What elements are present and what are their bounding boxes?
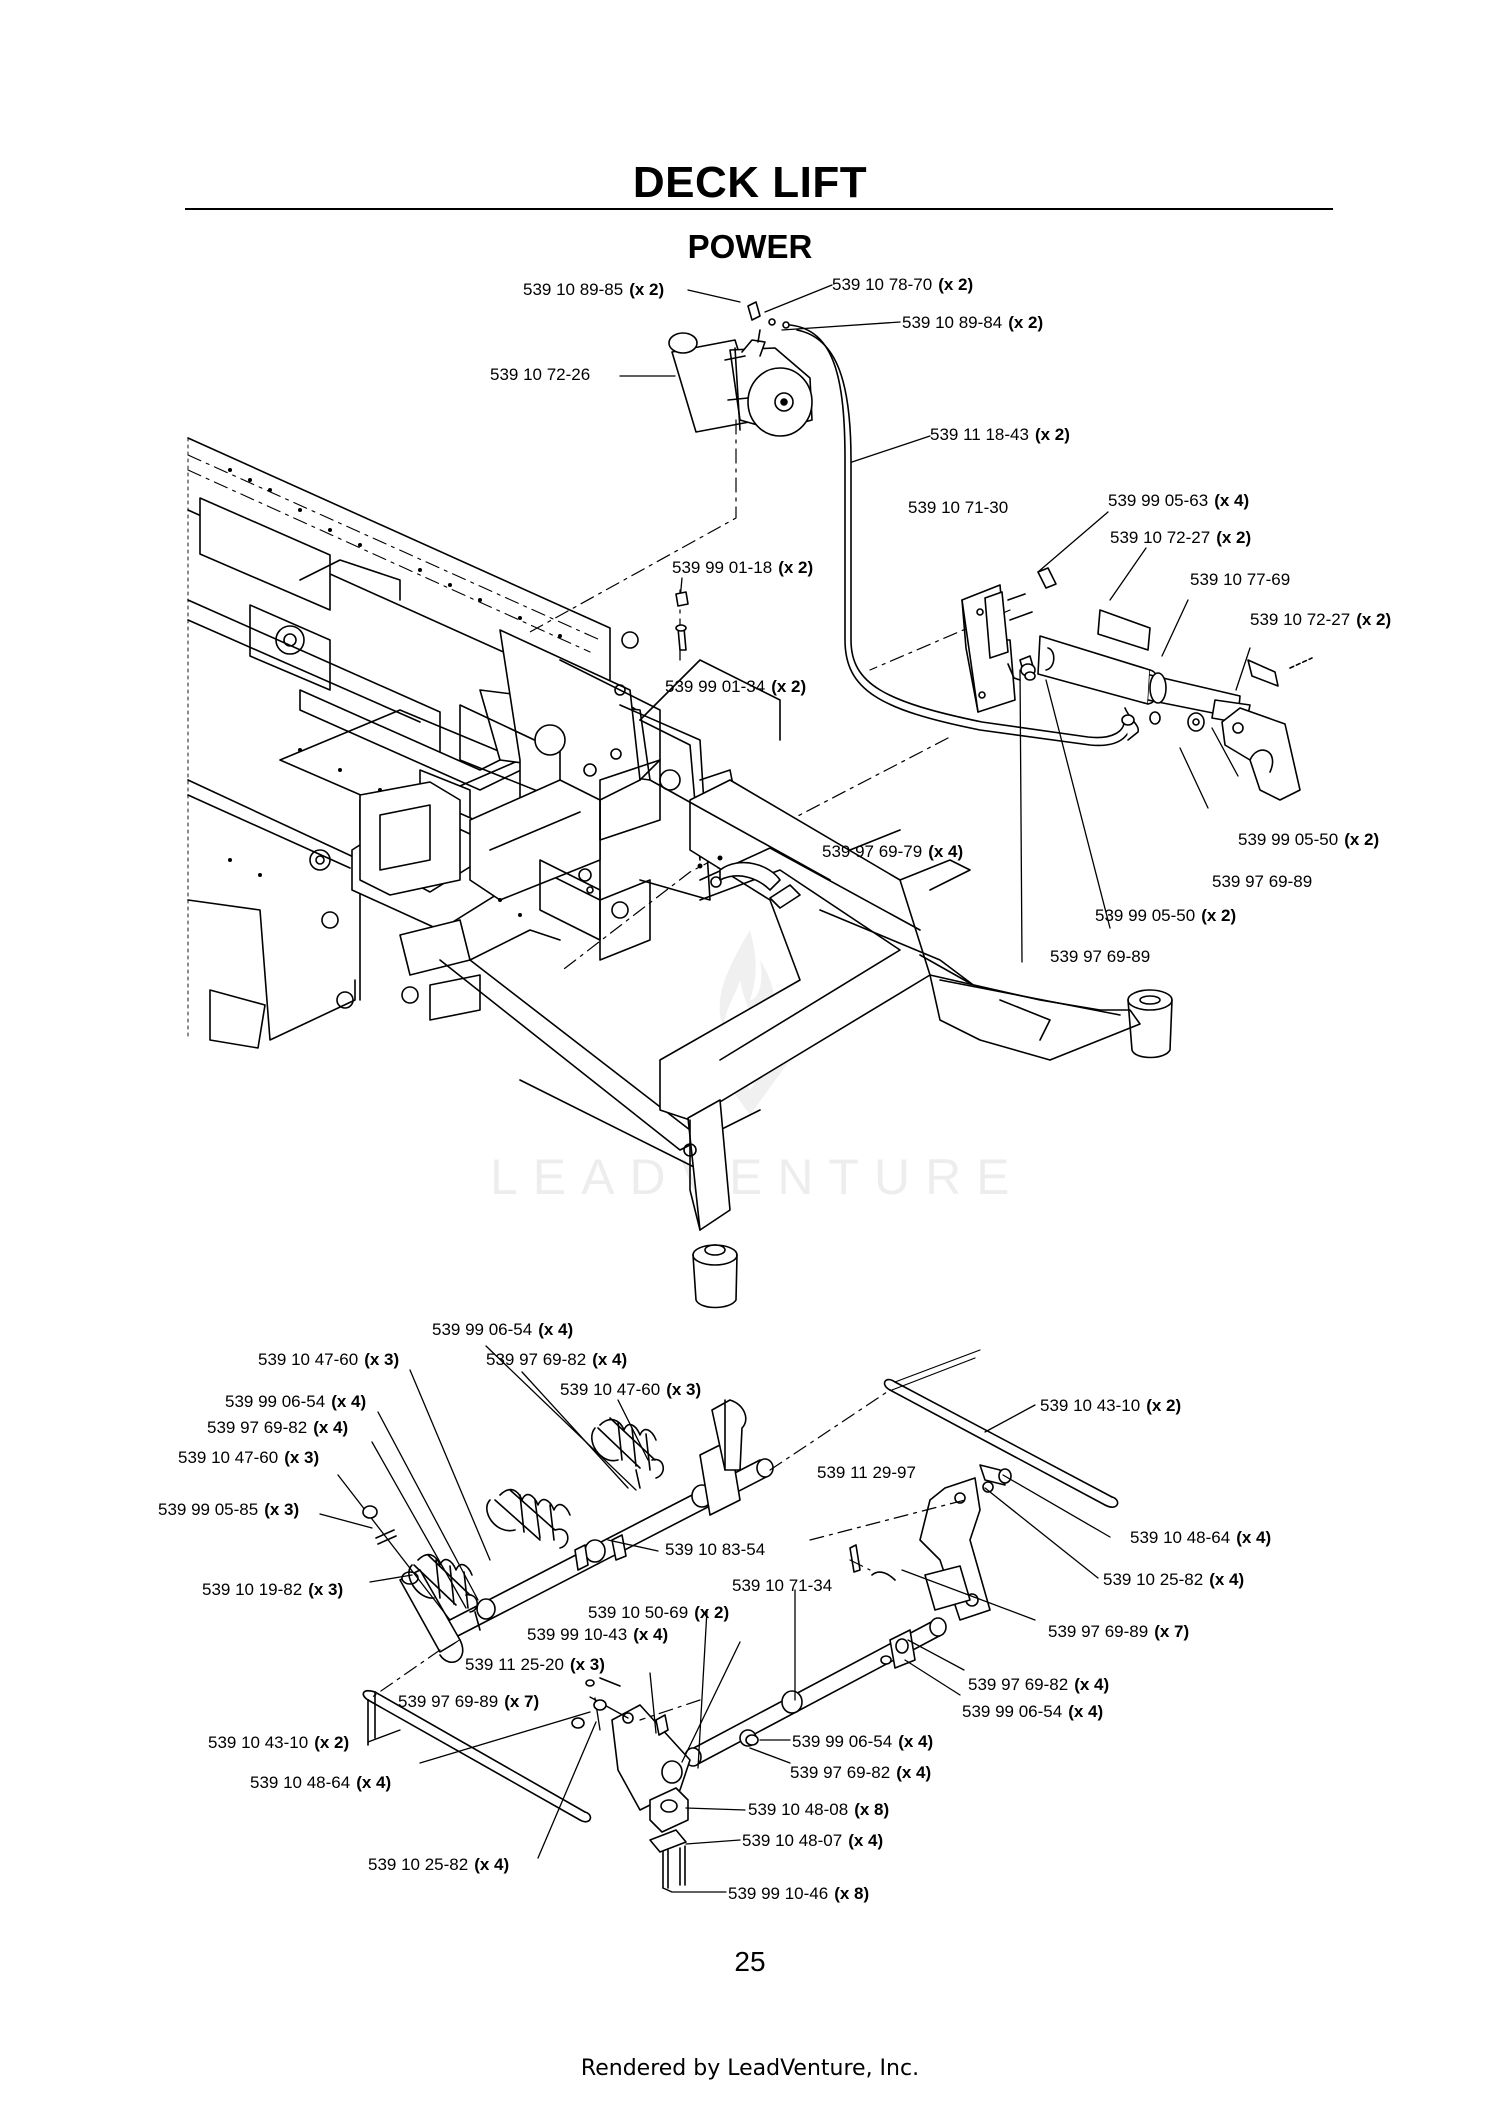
callout: 539 99 05-50(x 2) xyxy=(1238,830,1380,849)
page-subtitle: POWER xyxy=(687,228,813,265)
title-rule xyxy=(185,208,1333,210)
lift-shaft-front xyxy=(611,1617,947,1811)
lift-rods xyxy=(362,1349,1119,1823)
callout: 539 97 69-89(x 7) xyxy=(398,1692,540,1711)
callout: 539 97 69-82(x 4) xyxy=(790,1763,932,1782)
callout: 539 11 18-43(x 2) xyxy=(930,425,1070,444)
callout: 539 10 47-60(x 3) xyxy=(560,1380,702,1399)
callout: 539 10 78-70(x 2) xyxy=(832,275,974,294)
callout: 539 99 10-43(x 4) xyxy=(527,1625,669,1644)
callout: 539 99 05-50(x 2) xyxy=(1095,906,1237,925)
callout: 539 10 72-27(x 2) xyxy=(1110,528,1252,547)
callout: 539 10 25-82(x 4) xyxy=(368,1855,510,1874)
callout: 539 10 25-82(x 4) xyxy=(1103,1570,1245,1589)
callout: 539 10 43-10(x 2) xyxy=(1040,1396,1182,1415)
alignment-lines-lower xyxy=(367,1389,966,1721)
page-number: 25 xyxy=(734,1946,766,1977)
callout: 539 10 47-60(x 3) xyxy=(178,1448,320,1467)
callout: 539 99 05-85(x 3) xyxy=(158,1500,300,1519)
callout: 539 10 83-54 xyxy=(665,1540,766,1559)
tractor-frame xyxy=(187,437,1173,1309)
leader-lines-upper xyxy=(619,284,1251,963)
callout: 539 10 48-08(x 8) xyxy=(748,1800,890,1819)
callout: 539 99 06-54(x 4) xyxy=(792,1732,934,1751)
callout: 539 10 77-69 xyxy=(1190,570,1291,589)
actuator-motor xyxy=(668,332,813,437)
callout: 539 99 10-46(x 8) xyxy=(728,1884,870,1903)
actuator-fittings xyxy=(747,301,790,343)
lift-cylinder xyxy=(961,567,1313,801)
callout: 539 97 69-89 xyxy=(1212,872,1313,891)
callout: 539 11 29-97 xyxy=(817,1463,916,1482)
callout: 539 10 71-34 xyxy=(732,1576,833,1595)
page-title: DECK LIFT xyxy=(632,158,868,207)
lift-arm-right xyxy=(919,1464,1012,1621)
callout: 539 10 47-60(x 3) xyxy=(258,1350,400,1369)
callout: 539 10 89-84(x 2) xyxy=(902,313,1044,332)
callout: 539 97 69-89(x 7) xyxy=(1048,1622,1190,1641)
callout: 539 10 48-07(x 4) xyxy=(742,1831,884,1850)
hydraulic-hose xyxy=(789,324,1131,747)
callout: 539 10 71-30 xyxy=(908,498,1009,517)
leader-lines-lower xyxy=(319,1345,1111,1893)
callout: 539 97 69-82(x 4) xyxy=(207,1418,349,1437)
callout: 539 10 43-10(x 2) xyxy=(208,1733,350,1752)
callout: 539 99 06-54(x 4) xyxy=(962,1702,1104,1721)
callout: 539 97 69-89 xyxy=(1050,947,1151,966)
callout: 539 97 69-82(x 4) xyxy=(486,1350,628,1369)
callout: 539 97 69-79(x 4) xyxy=(822,842,964,861)
callout: 539 10 72-26 xyxy=(490,365,591,384)
callout: 539 99 01-34(x 2) xyxy=(665,677,807,696)
callout: 539 10 72-27(x 2) xyxy=(1250,610,1392,629)
callout: 539 10 48-64(x 4) xyxy=(1130,1528,1272,1547)
callout: 539 10 19-82(x 3) xyxy=(202,1580,344,1599)
callout: 539 10 89-85(x 2) xyxy=(523,280,665,299)
callout: 539 10 50-69(x 2) xyxy=(588,1603,730,1622)
footer-credit: Rendered by LeadVenture, Inc. xyxy=(580,2056,920,2081)
callout: 539 99 06-54(x 4) xyxy=(432,1320,574,1339)
callout: 539 97 69-82(x 4) xyxy=(968,1675,1110,1694)
callout: 539 11 25-20(x 3) xyxy=(465,1655,605,1674)
watermark-text: LEADVENTURE xyxy=(490,1149,1025,1205)
callout: 539 99 01-18(x 2) xyxy=(672,558,814,577)
hardware-lower xyxy=(362,1505,896,1746)
lift-springs xyxy=(408,1417,664,1631)
callout: 539 99 06-54(x 4) xyxy=(225,1392,367,1411)
callout: 539 99 05-63(x 4) xyxy=(1108,491,1250,510)
callout: 539 10 48-64(x 4) xyxy=(250,1773,392,1792)
frame-bolt xyxy=(675,591,689,651)
pivot-brackets xyxy=(649,1787,689,1889)
